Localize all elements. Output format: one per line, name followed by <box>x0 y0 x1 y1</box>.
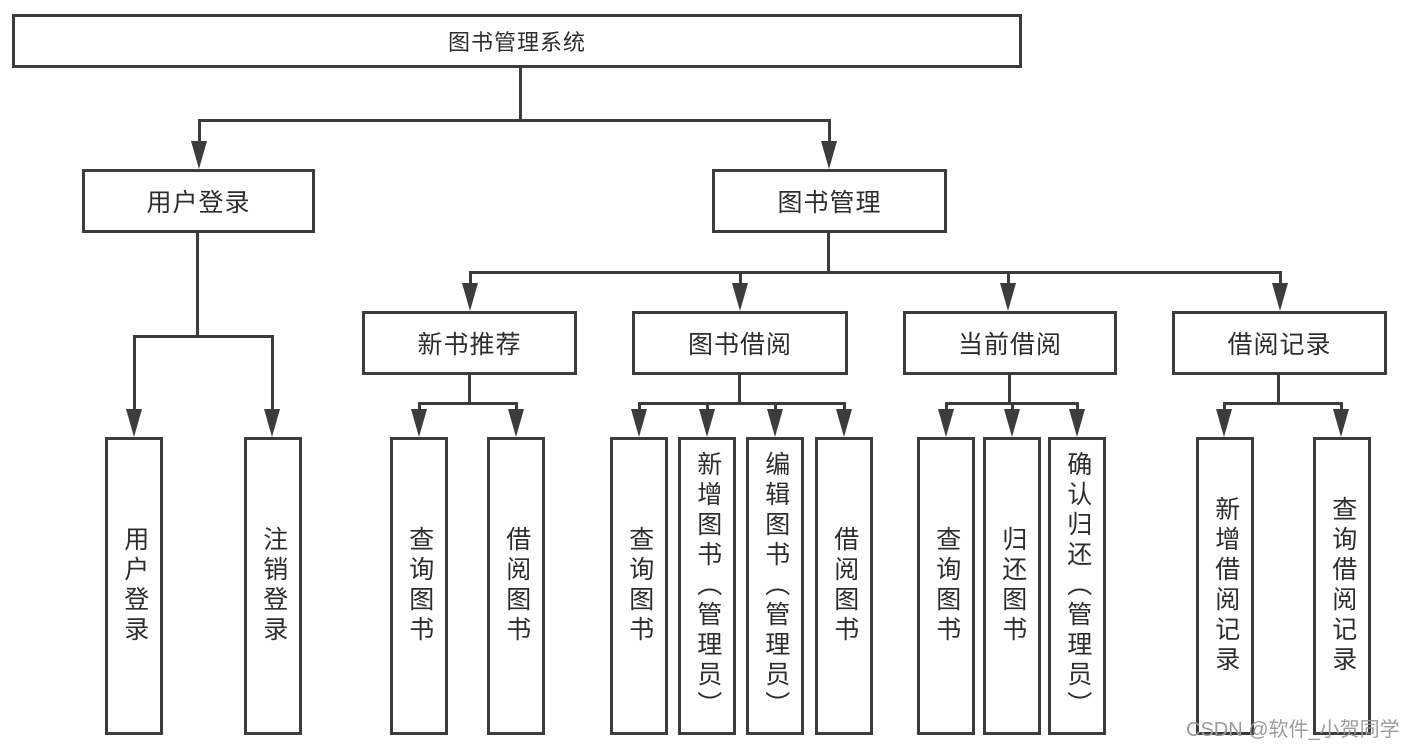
leaf-label: 查询借阅记录 <box>1328 496 1357 676</box>
connector-line <box>468 375 471 402</box>
csdn-watermark: CSDN @软件_小贺同学 <box>1186 719 1400 741</box>
connector-line <box>1076 402 1079 412</box>
leaf-label: 借阅图书 <box>830 526 859 646</box>
connector-line <box>638 402 641 412</box>
connector-arrowhead-icon <box>1004 409 1020 437</box>
connector-line <box>469 271 472 285</box>
connector-line <box>1008 375 1011 402</box>
connector-line <box>418 402 517 405</box>
connector-line <box>198 119 830 122</box>
leaf-label: 查询图书 <box>405 526 434 646</box>
connector-arrowhead-icon <box>938 409 954 437</box>
connector-line <box>1223 402 1226 412</box>
connector-line <box>706 402 709 412</box>
leaf-borrow-books-recommend: 借阅图书 <box>487 437 545 735</box>
connector-line <box>133 335 273 338</box>
connector-arrowhead-icon <box>508 409 524 437</box>
connector-line <box>469 271 1281 274</box>
connector-arrowhead-icon <box>1333 409 1349 437</box>
connector-arrowhead-icon <box>411 409 427 437</box>
node-user-login: 用户登录 <box>82 169 315 233</box>
connector-line <box>827 233 830 271</box>
node-library-management-system: 图书管理系统 <box>12 14 1022 68</box>
leaf-label: 新增借阅记录 <box>1211 496 1240 676</box>
connector-arrowhead-icon <box>1216 409 1232 437</box>
connector-line <box>271 335 274 411</box>
leaf-label: 查询图书 <box>932 526 961 646</box>
leaf-confirm-return-admin: 确认归还（管理员） <box>1048 437 1106 735</box>
leaf-label: 用户登录 <box>120 526 149 646</box>
connector-line <box>133 335 136 411</box>
leaf-label: 注销登录 <box>259 526 288 646</box>
connector-line <box>1007 271 1010 285</box>
connector-line <box>519 68 522 119</box>
leaf-query-books-recommend: 查询图书 <box>390 437 448 735</box>
leaf-return-books: 归还图书 <box>983 437 1041 735</box>
connector-line <box>1279 271 1282 285</box>
leaf-edit-book-admin: 编辑图书（管理员） <box>746 437 804 735</box>
node-new-book-recommend: 新书推荐 <box>362 311 577 375</box>
leaf-label: 新增图书（管理员） <box>693 451 722 721</box>
leaf-label: 归还图书 <box>998 526 1027 646</box>
connector-arrowhead-icon <box>264 409 280 437</box>
node-current-borrowing: 当前借阅 <box>903 311 1117 375</box>
connector-line <box>418 402 421 412</box>
connector-arrowhead-icon <box>1069 409 1085 437</box>
node-book-borrowing: 图书借阅 <box>632 311 848 375</box>
leaf-add-borrow-record: 新增借阅记录 <box>1196 437 1254 735</box>
leaf-label: 编辑图书（管理员） <box>761 451 790 721</box>
connector-arrowhead-icon <box>126 409 142 437</box>
leaf-borrow-books-borrowing: 借阅图书 <box>815 437 873 735</box>
connector-arrowhead-icon <box>821 141 837 169</box>
connector-line <box>1223 402 1342 405</box>
leaf-query-borrow-record: 查询借阅记录 <box>1313 437 1371 735</box>
leaf-logout: 注销登录 <box>244 437 302 735</box>
connector-line <box>198 119 201 143</box>
connector-line <box>515 402 518 412</box>
connector-arrowhead-icon <box>767 409 783 437</box>
connector-line <box>774 402 777 412</box>
connector-arrowhead-icon <box>699 409 715 437</box>
leaf-add-book-admin: 新增图书（管理员） <box>678 437 736 735</box>
connector-line <box>1277 375 1280 402</box>
connector-line <box>945 402 948 412</box>
node-borrowing-records: 借阅记录 <box>1172 311 1387 375</box>
connector-arrowhead-icon <box>1000 283 1016 311</box>
connector-arrowhead-icon <box>631 409 647 437</box>
connector-line <box>828 119 831 143</box>
connector-line <box>1340 402 1343 412</box>
connector-arrowhead-icon <box>836 409 852 437</box>
connector-arrowhead-icon <box>191 141 207 169</box>
leaf-label: 确认归还（管理员） <box>1063 451 1092 721</box>
connector-line <box>196 233 199 335</box>
leaf-query-books-borrowing: 查询图书 <box>610 437 668 735</box>
connector-line <box>739 271 742 285</box>
leaf-query-books-current: 查询图书 <box>917 437 975 735</box>
connector-arrowhead-icon <box>1272 283 1288 311</box>
connector-line <box>738 375 741 402</box>
connector-line <box>1011 402 1014 412</box>
connector-arrowhead-icon <box>462 283 478 311</box>
connector-arrowhead-icon <box>732 283 748 311</box>
connector-line <box>638 402 845 405</box>
connector-line <box>843 402 846 412</box>
node-book-management: 图书管理 <box>712 169 947 233</box>
leaf-user-login: 用户登录 <box>105 437 163 735</box>
leaf-label: 查询图书 <box>625 526 654 646</box>
leaf-label: 借阅图书 <box>502 526 531 646</box>
